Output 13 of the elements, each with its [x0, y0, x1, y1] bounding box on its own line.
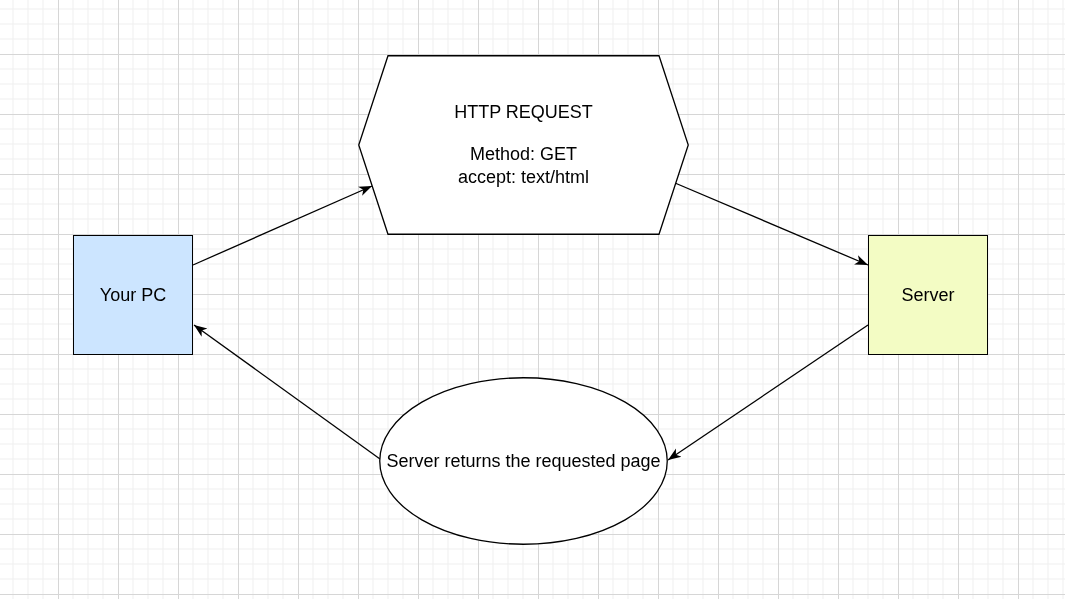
process-box: [868, 235, 988, 355]
node-label: Method: GET: [469, 143, 577, 166]
process-box: [73, 235, 193, 355]
node-label: Server: [901, 283, 955, 307]
arrow: [192, 185, 373, 266]
heading-text: HTTP REQUEST: [454, 101, 593, 124]
node-label: accept: text/html: [457, 166, 590, 189]
arrow: [667, 324, 869, 461]
node-label: Your PC: [99, 283, 167, 307]
ellipse-node: [379, 377, 668, 545]
arrow: [193, 324, 381, 460]
hexagon-node: [358, 55, 689, 235]
node-label: Server returns the requested page: [386, 449, 661, 473]
